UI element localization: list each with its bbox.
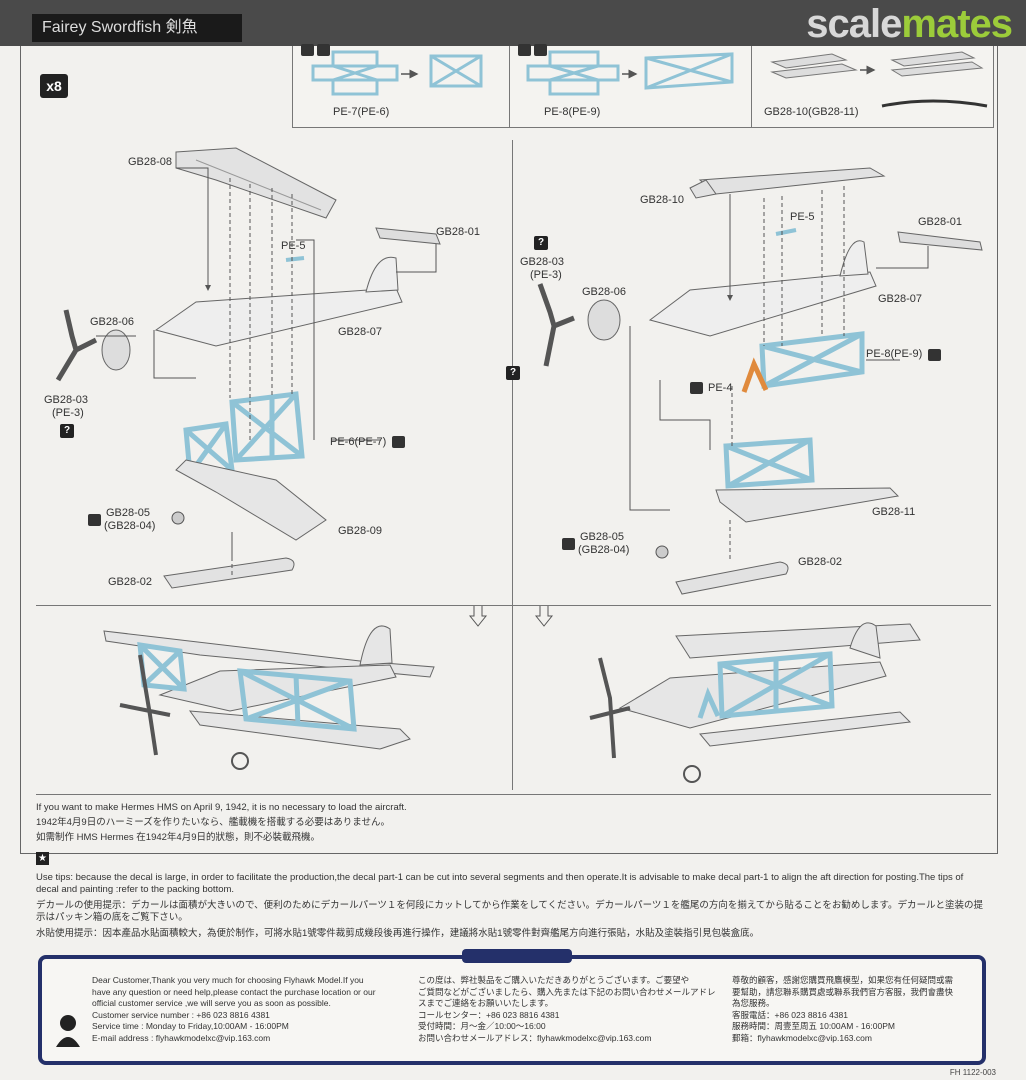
pe-icon [392, 436, 405, 448]
label-gear-right: GB28-05 [580, 531, 625, 543]
substep-gb28-10: GB28-10(GB28-11) [752, 46, 995, 128]
header-bar: Fairey Swordfish 剣魚 scalemates [0, 0, 1026, 46]
box-tab [462, 949, 572, 963]
label-fuselage: GB28-07 [338, 326, 383, 338]
label-gear: GB28-05 [106, 507, 151, 519]
hermes-note-en: If you want to make Hermes HMS on April … [36, 802, 407, 813]
label-pe5-right: PE-5 [790, 211, 815, 223]
label-propeller-right: GB28-03 [520, 256, 565, 268]
substep-pe8-label: PE-8(PE-9) [544, 106, 601, 118]
customer-jp: この度は、弊社製品をご購入いただきありがとうございます。ご要望やご質問などがござ… [418, 975, 716, 1043]
label-pe4: PE-4 [708, 382, 733, 394]
page-code: FH 1122-003 [949, 1068, 996, 1077]
label-propeller-pe-right: (PE-3) [530, 269, 562, 281]
pe-strut-frames [183, 391, 305, 477]
upper-wing-part [689, 167, 886, 199]
left-exploded-drawing [55, 147, 441, 589]
label-lower-wing-right: GB28-11 [872, 506, 916, 518]
pe-strut-frames [723, 331, 865, 489]
substep-pe7-label: PE-7(PE-6) [333, 106, 390, 118]
right-exploded-drawing [537, 167, 983, 595]
torpedo-part [675, 561, 789, 595]
hermes-note-cn: 如需制作 HMS Hermes 在1942年4月9日的狀態，則不必裝載飛機。 [36, 832, 320, 843]
pe-icon [88, 514, 101, 526]
label-propeller-pe: (PE-3) [52, 407, 84, 419]
fold-icon [534, 44, 547, 56]
label-tail-part-right: GB28-01 [918, 216, 963, 228]
model-title: Fairey Swordfish 剣魚 [32, 14, 242, 42]
label-gear-alt: (GB28-04) [104, 520, 156, 532]
pe-icon [562, 538, 575, 550]
landing-gear-part [171, 511, 185, 525]
quantity-badge: x8 [40, 74, 68, 98]
fuselage-part [648, 240, 877, 337]
substep-strip: PE-7(PE-6) PE-8(PE-9) GB28-10(GB28-11) [292, 44, 995, 128]
pe5-part [775, 228, 797, 236]
label-torpedo-right: GB28-02 [798, 556, 843, 568]
label-pe5: PE-5 [281, 240, 306, 252]
label-gear-alt-right: (GB28-04) [578, 544, 630, 556]
customer-en: Dear Customer,Thank you very much for ch… [92, 975, 376, 1043]
question-icon: ? [60, 424, 74, 438]
cowl-part [101, 329, 131, 371]
brand-watermark: scalemates [806, 2, 1013, 46]
pe-icon [301, 44, 314, 56]
lower-wing-part [175, 459, 327, 541]
customer-cn: 尊敬的顧客，感謝您購買飛鷹模型，如果您有任何疑問或需要幫助，請您聯系購買處或聯系… [732, 975, 954, 1043]
pe8-fold-drawing [526, 50, 734, 96]
pe4-part [741, 357, 769, 393]
lower-wing-part [715, 487, 900, 523]
wing-flatten-drawing [770, 51, 988, 108]
decal-tips-cn: 水貼使用提示：因本產品水貼面積較大，為便於制作，可將水貼1號零件裁剪成幾段後再進… [36, 928, 760, 939]
decal-tips-en: Use tips: because the decal is large, in… [36, 872, 964, 895]
label-pe-struts-right: PE-8(PE-9) [866, 348, 923, 360]
question-icon: ? [506, 366, 520, 380]
propeller-part [537, 283, 575, 367]
label-upper-wing-right: GB28-10 [640, 194, 685, 206]
label-pe-struts: PE-6(PE-7) [330, 436, 387, 448]
question-icon: ? [534, 236, 548, 250]
label-fuselage-right: GB28-07 [878, 293, 923, 305]
propeller-part [55, 309, 98, 382]
decal-tips-jp: デカールの使用提示：デカールは面積が大きいので、便利のためにデカールパーツ１を何… [36, 900, 983, 923]
tail-plane-part [897, 231, 983, 251]
label-cowl-right: GB28-06 [582, 286, 627, 298]
note-divider [36, 794, 991, 795]
label-tail-part: GB28-01 [436, 226, 481, 238]
tail-plane-part [375, 227, 441, 245]
decal-tips: Use tips: because the decal is large, in… [36, 872, 986, 940]
landing-gear-part [655, 545, 669, 559]
pe-icon [928, 349, 941, 361]
fuselage-part [154, 256, 403, 347]
fold-icon [317, 44, 330, 56]
row-divider [36, 605, 991, 606]
pe-icon [518, 44, 531, 56]
torpedo-part [163, 557, 295, 589]
cowl-part [587, 299, 621, 341]
substep-pe8: PE-8(PE-9) [510, 44, 752, 128]
left-finished-aircraft [103, 625, 435, 770]
pe5-part [285, 256, 305, 262]
hermes-note: If you want to make Hermes HMS on April … [36, 800, 407, 845]
upper-wing-part [175, 147, 337, 219]
customer-service-box: Dear Customer,Thank you very much for ch… [38, 949, 986, 1065]
instruction-page-frame [20, 46, 998, 854]
label-lower-wing: GB28-09 [338, 525, 383, 537]
person-icon [56, 1015, 80, 1047]
pe7-fold-drawing [311, 50, 483, 96]
substep-gb28-10-label: GB28-10(GB28-11) [764, 106, 859, 118]
label-upper-wing: GB28-08 [128, 156, 173, 168]
label-torpedo: GB28-02 [108, 576, 153, 588]
column-divider [512, 140, 513, 790]
hermes-note-jp: 1942年4月9日のハーミーズを作りたいなら、艦載機を搭載する必要はありません。 [36, 817, 390, 828]
right-finished-aircraft [589, 622, 921, 783]
label-propeller: GB28-03 [44, 394, 89, 406]
star-icon: ★ [36, 852, 49, 865]
down-arrows [468, 606, 554, 627]
label-cowl: GB28-06 [90, 316, 135, 328]
substep-pe7: PE-7(PE-6) [293, 44, 510, 128]
pe-icon [690, 382, 703, 394]
